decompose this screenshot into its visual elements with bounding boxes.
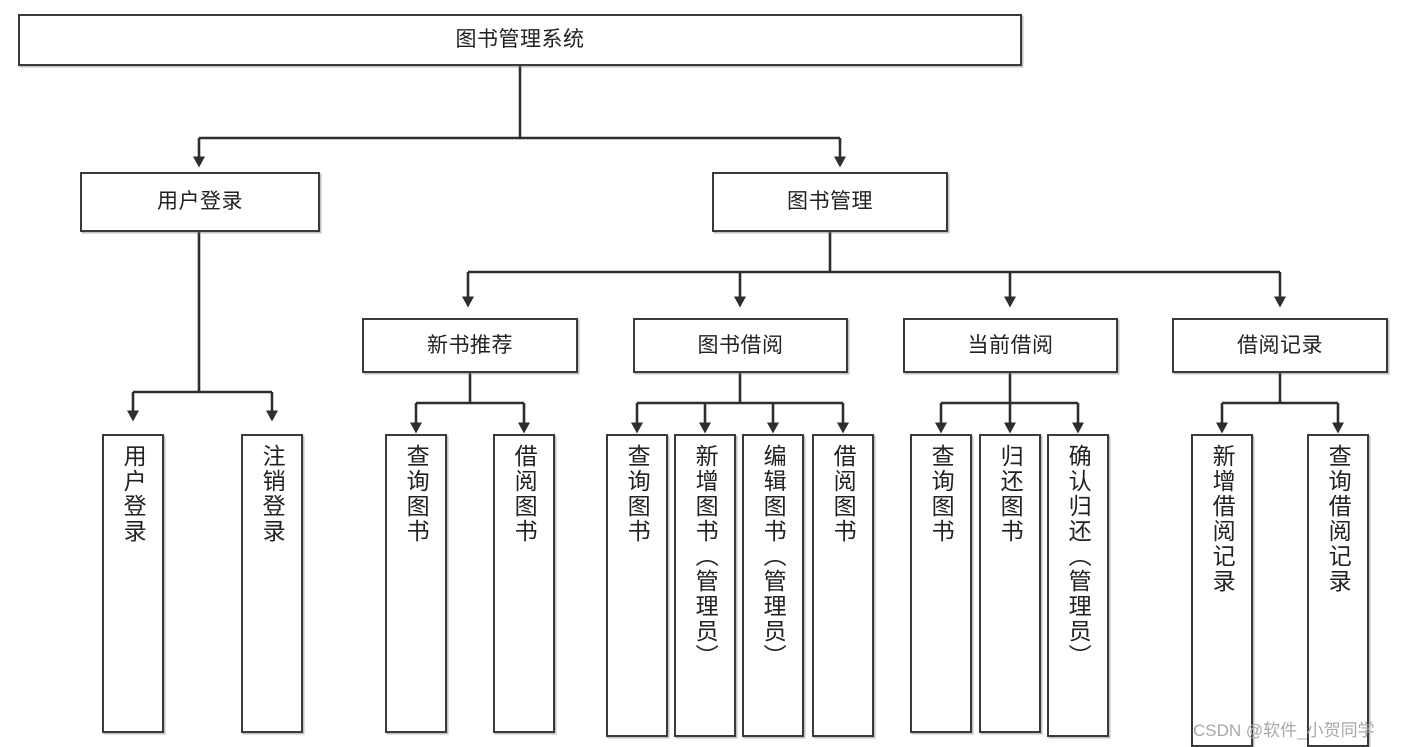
- node-leaf-query-book-current[interactable]: 查询图书: [910, 434, 972, 733]
- node-root-book-management-system[interactable]: 图书管理系统: [18, 14, 1022, 66]
- node-leaf-logout[interactable]: 注销登录: [241, 434, 303, 733]
- node-leaf-add-book-admin-label: 新增图书（管理员）: [692, 444, 719, 669]
- watermark-text: CSDN @软件_小贺同学: [1193, 721, 1375, 740]
- node-new-book-recommend[interactable]: 新书推荐: [362, 318, 578, 373]
- edge-group-user-login: [127, 232, 278, 422]
- node-leaf-query-book-borrow[interactable]: 查询图书: [606, 434, 668, 737]
- node-current-borrow[interactable]: 当前借阅: [903, 318, 1118, 373]
- node-book-borrow-label: 图书借阅: [697, 333, 784, 357]
- node-leaf-query-borrow-record-label: 查询借阅记录: [1325, 444, 1352, 594]
- node-leaf-borrow-book-recommend-label: 借阅图书: [511, 444, 538, 544]
- edge-group-borrow: [631, 373, 849, 434]
- node-borrow-record-label: 借阅记录: [1237, 333, 1323, 357]
- node-leaf-confirm-return-admin-label: 确认归还（管理员）: [1065, 444, 1092, 669]
- node-leaf-user-login[interactable]: 用户登录: [102, 434, 164, 733]
- edge-group-book-manage: [462, 232, 1286, 308]
- node-leaf-query-borrow-record[interactable]: 查询借阅记录: [1307, 434, 1369, 747]
- node-leaf-edit-book-admin-label: 编辑图书（管理员）: [760, 444, 787, 669]
- edge-group-current-borrow: [935, 373, 1084, 434]
- node-book-management-label: 图书管理: [787, 190, 873, 214]
- node-book-borrow[interactable]: 图书借阅: [633, 318, 848, 373]
- edge-group-new-book: [410, 373, 530, 434]
- node-leaf-logout-label: 注销登录: [259, 444, 286, 544]
- node-leaf-query-book-current-label: 查询图书: [928, 444, 955, 544]
- node-borrow-record[interactable]: 借阅记录: [1172, 318, 1388, 373]
- node-user-login[interactable]: 用户登录: [80, 172, 320, 232]
- node-leaf-user-login-label: 用户登录: [120, 444, 147, 544]
- node-leaf-query-book-borrow-label: 查询图书: [624, 444, 651, 544]
- node-current-borrow-label: 当前借阅: [967, 333, 1054, 357]
- node-leaf-query-book-recommend[interactable]: 查询图书: [385, 434, 447, 733]
- node-new-book-recommend-label: 新书推荐: [427, 333, 513, 357]
- node-leaf-query-book-recommend-label: 查询图书: [403, 444, 430, 544]
- node-leaf-confirm-return-admin[interactable]: 确认归还（管理员）: [1047, 434, 1109, 737]
- node-root-label: 图书管理系统: [455, 28, 585, 52]
- edge-group-root: [193, 66, 846, 168]
- node-leaf-edit-book-admin[interactable]: 编辑图书（管理员）: [742, 434, 804, 737]
- node-leaf-borrow-book-label: 借阅图书: [830, 444, 857, 544]
- node-leaf-return-book[interactable]: 归还图书: [979, 434, 1041, 733]
- node-book-management[interactable]: 图书管理: [712, 172, 948, 232]
- node-leaf-borrow-book[interactable]: 借阅图书: [812, 434, 874, 737]
- node-leaf-return-book-label: 归还图书: [997, 444, 1024, 544]
- node-user-login-label: 用户登录: [157, 190, 243, 214]
- node-leaf-add-book-admin[interactable]: 新增图书（管理员）: [674, 434, 736, 737]
- edge-group-borrow-record: [1216, 373, 1344, 434]
- node-leaf-add-borrow-record[interactable]: 新增借阅记录: [1191, 434, 1253, 747]
- node-leaf-borrow-book-recommend[interactable]: 借阅图书: [493, 434, 555, 733]
- node-leaf-add-borrow-record-label: 新增借阅记录: [1209, 444, 1236, 594]
